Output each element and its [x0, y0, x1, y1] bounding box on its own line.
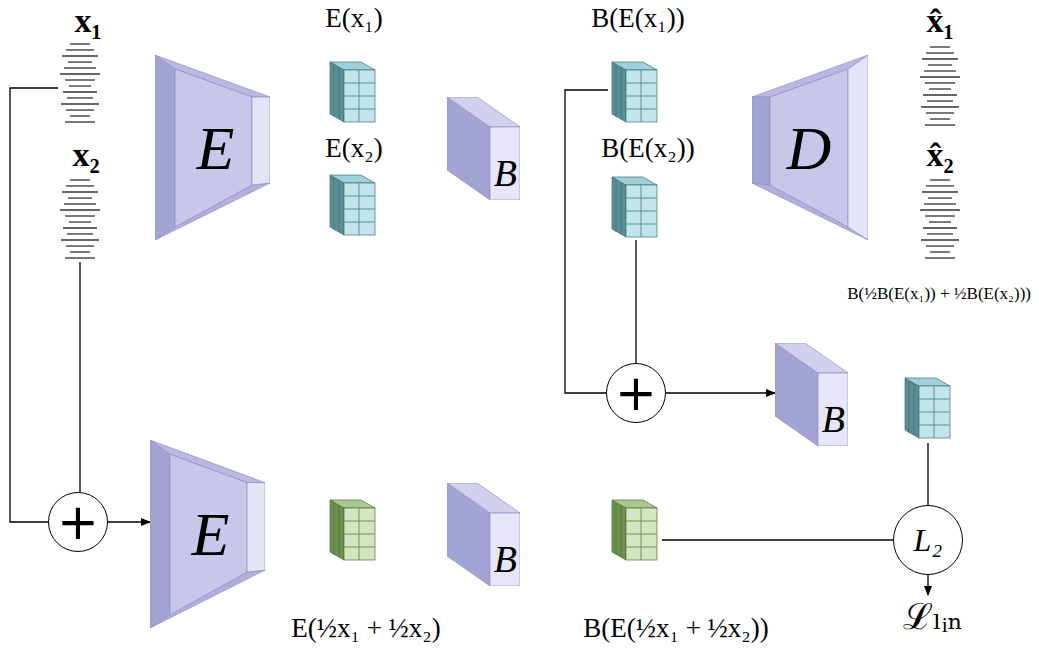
- wire: [927, 443, 928, 505]
- block-face: [155, 55, 175, 240]
- signal-label: x₂: [72, 136, 99, 173]
- encoder-block: E: [155, 55, 270, 240]
- feature-map: [330, 175, 375, 235]
- sum-node: +: [48, 492, 108, 552]
- loss-node: L₂: [893, 505, 963, 575]
- encoder-block: E: [150, 440, 265, 628]
- signal-label: x̂₁: [926, 2, 953, 39]
- plus-sign: +: [57, 497, 99, 547]
- block-face: [175, 69, 252, 227]
- block-face: [447, 97, 520, 127]
- block-name: E: [197, 117, 235, 179]
- block-name: B: [494, 154, 517, 192]
- block-name: E: [192, 503, 230, 565]
- connector-arrow: [108, 521, 150, 522]
- feature-label: B(E(½x₁ + ½x₂)): [583, 614, 769, 644]
- sum-node: +: [606, 363, 666, 423]
- loss-arrow: [927, 575, 928, 595]
- block-face: [150, 440, 170, 628]
- feature-label: B(E(x₂)): [601, 134, 694, 164]
- plus-sign: +: [615, 368, 657, 418]
- feature-label: B(½B(E(x₁)) + ½B(E(x₂))): [847, 285, 1031, 304]
- block-face: [447, 483, 520, 513]
- block-face: [818, 373, 848, 446]
- input-waveform: [60, 44, 100, 122]
- feature-map: [330, 62, 375, 122]
- block-face: [490, 127, 520, 200]
- block-face: [848, 55, 868, 240]
- block-name: B: [822, 400, 845, 438]
- input-waveform: [60, 180, 100, 258]
- block-name: B: [494, 540, 517, 578]
- wires: [10, 88, 928, 595]
- feature-map: [612, 177, 657, 237]
- block-name: D: [787, 117, 832, 179]
- signal-label: x̂₂: [926, 136, 953, 173]
- connector-arrow: [666, 392, 775, 393]
- block-face: [770, 69, 848, 227]
- feature-map: [330, 500, 375, 560]
- block-face: [752, 97, 770, 185]
- wire: [635, 240, 636, 363]
- feature-label: E(x₂): [325, 134, 382, 164]
- wire: [10, 88, 58, 522]
- feature-map: [612, 500, 657, 560]
- block-face: [490, 513, 520, 586]
- output-waveform: [920, 47, 960, 125]
- block-face: [775, 343, 848, 373]
- block-face: [170, 454, 247, 615]
- block-face: [252, 97, 270, 185]
- feature-map: [612, 62, 657, 122]
- output-waveform: [920, 180, 960, 258]
- wire: [662, 539, 893, 540]
- signal-label: x₁: [74, 2, 101, 39]
- block-face: [247, 483, 265, 572]
- feature-label: E(x₁): [325, 4, 382, 34]
- bottleneck-block: B: [447, 97, 520, 200]
- bottleneck-block: B: [775, 343, 848, 446]
- feature-label: E(½x₁ + ½x₂): [291, 614, 441, 644]
- decoder-block: D: [752, 55, 868, 240]
- loss-name: L₂: [914, 524, 943, 556]
- feature-map: [905, 378, 950, 438]
- wire: [79, 262, 80, 492]
- loss-label: ℒₗᵢₙ: [903, 598, 963, 638]
- feature-label: B(E(x₁)): [591, 4, 684, 34]
- bottleneck-block: B: [447, 483, 520, 586]
